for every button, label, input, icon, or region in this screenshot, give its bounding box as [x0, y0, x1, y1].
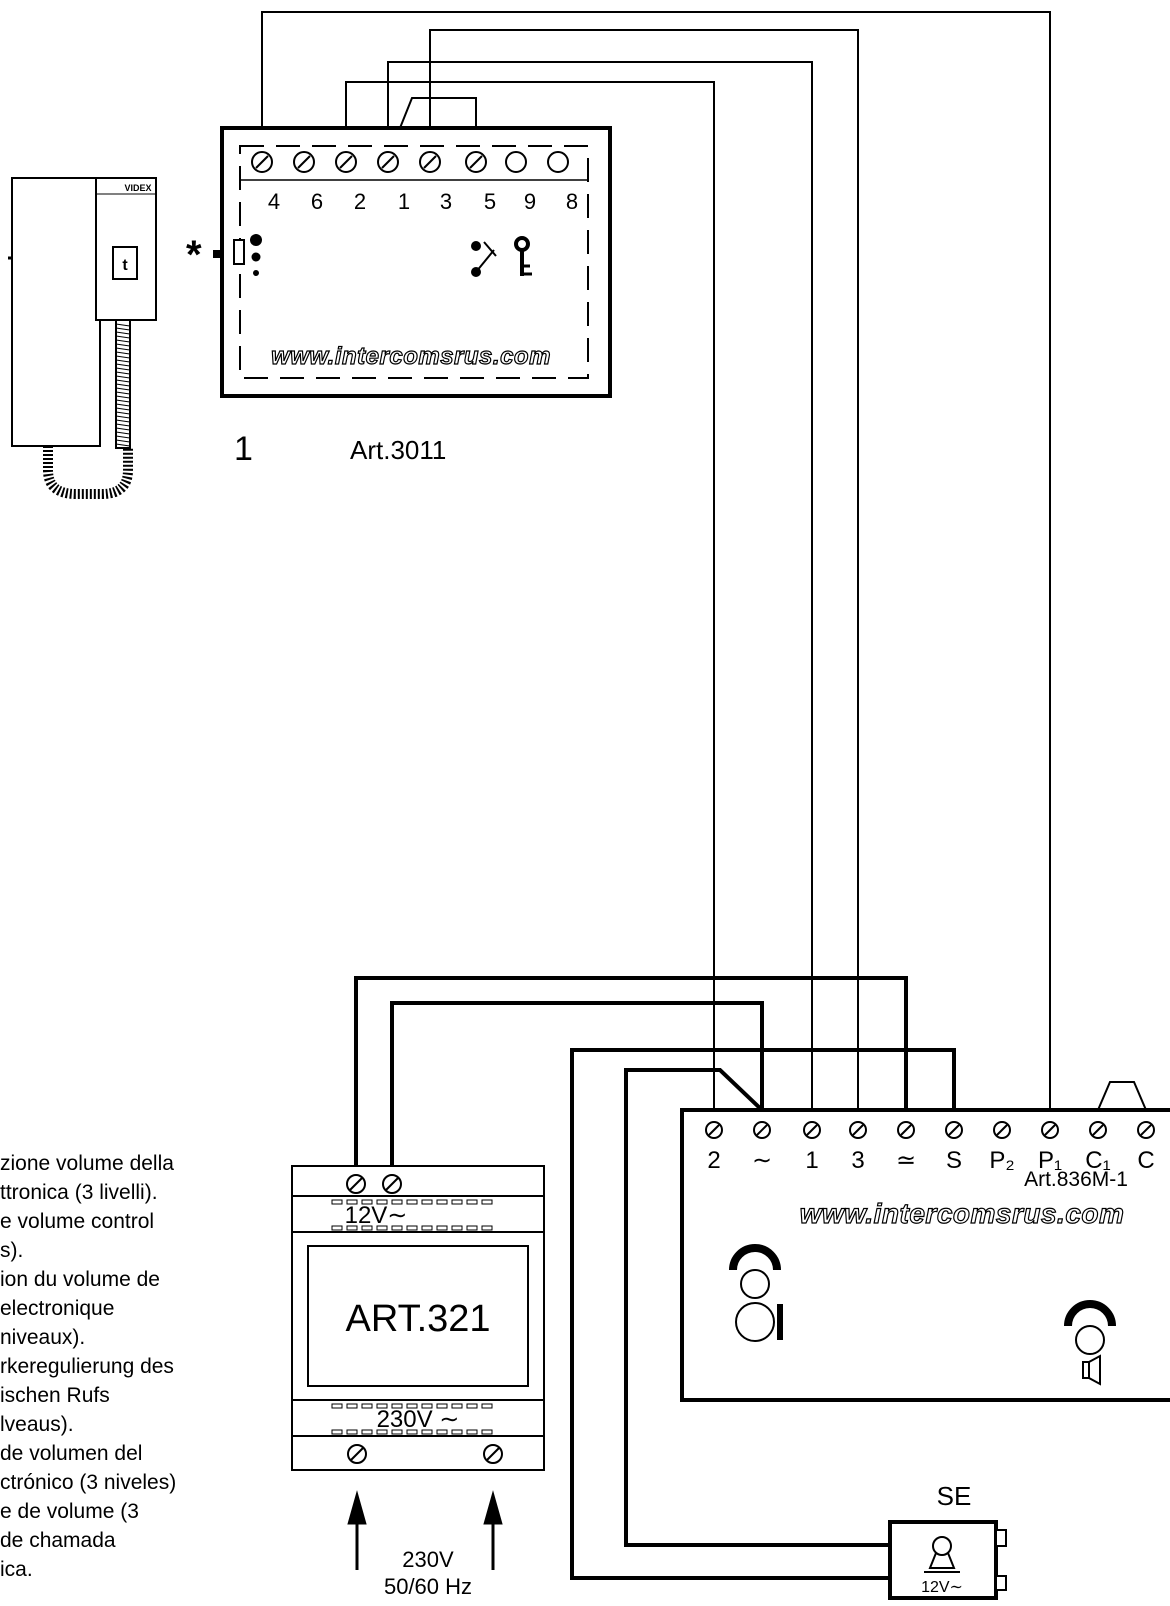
art836-name: Art.836M-1	[1024, 1168, 1128, 1191]
art836-watermark: www.intercomsrus.com	[800, 1198, 1125, 1229]
art836-terminal-label: ≃	[896, 1147, 916, 1174]
handset-cord-coils	[115, 323, 131, 447]
art321-top-voltage: 12V∼	[345, 1202, 408, 1229]
art836-terminal-label: 1	[805, 1147, 818, 1174]
art3011-terminal-label: 4	[268, 189, 280, 214]
art3011-terminal-label: 9	[524, 189, 536, 214]
door-switch-icon	[471, 241, 497, 277]
supply-frequency: 50/60 Hz	[384, 1574, 472, 1599]
speaker-icon	[1064, 1300, 1116, 1386]
mains-arrows	[347, 1490, 503, 1570]
wire-se-ac	[624, 1068, 890, 1547]
wire-terminal-2	[345, 81, 715, 1110]
art836-terminal-label: C₁	[1085, 1147, 1110, 1174]
legend-line: e volume control	[0, 1210, 155, 1233]
key-icon	[514, 236, 532, 276]
art3011-terminal-label: 2	[354, 189, 366, 214]
art3011-watermark: www.intercomsrus.com	[271, 343, 551, 370]
art321-name: ART.321	[345, 1298, 490, 1340]
keyhole-icon	[924, 1536, 960, 1573]
art836-terminal-labels: 2 ∼ 1 3 ≃ S P₂ P₁ C₁ C	[707, 1147, 1154, 1174]
legend-line: de chamada	[0, 1529, 116, 1552]
art3011-terminal-label: 5	[484, 189, 496, 214]
art836-terminal-label: 2	[707, 1147, 720, 1174]
supply-voltage: 230V	[402, 1547, 454, 1572]
art3011-terminal	[505, 151, 527, 173]
lower-wires	[354, 976, 1147, 1580]
se-name: SE	[937, 1481, 972, 1511]
wire-se-s	[570, 1048, 956, 1580]
art3011-terminal	[547, 151, 569, 173]
art3011-name: Art.3011	[350, 435, 446, 465]
legend-line: ion du volume de	[0, 1268, 160, 1291]
se-voltage: 12V∼	[921, 1579, 963, 1596]
wire-transformer-right	[390, 1001, 764, 1182]
art3011-terminal-label: 1	[398, 189, 410, 214]
legend-line: ttronica (3 livelli).	[0, 1181, 158, 1204]
art3011-index: 1	[234, 430, 253, 468]
volume-selector[interactable]	[233, 239, 245, 265]
handset-brand: VIDEX	[124, 183, 151, 193]
wire-terminal-4	[261, 11, 1051, 1110]
legend-line: rkeregulierung des	[0, 1355, 174, 1378]
legend-line: electronique	[0, 1297, 115, 1320]
art836-terminal-label: P₂	[989, 1147, 1014, 1174]
art321-transformer: 12V∼ ART.321 230V ∼	[291, 1165, 545, 1471]
legend-line: de volumen del	[0, 1442, 143, 1465]
handset-cord	[43, 446, 133, 499]
legend-line: e de volume (3	[0, 1500, 139, 1523]
legend-line: ica.	[0, 1558, 33, 1581]
art836-terminal-label: S	[946, 1147, 962, 1174]
legend-line: s).	[0, 1239, 24, 1262]
volume-asterisk: *	[186, 233, 202, 277]
art3011-terminal-labels: 4 6 2 1 3 5 9 8	[268, 189, 578, 214]
art321-top-terminals	[346, 1174, 402, 1194]
art836-terminal-label: 3	[851, 1147, 864, 1174]
legend-line: niveaux).	[0, 1326, 86, 1349]
legend-line: ischen Rufs	[0, 1384, 110, 1407]
art836-panel: 2 ∼ 1 3 ≃ S P₂ P₁ C₁ C Art.836M-1 www.intercomsru…	[680, 1108, 1170, 1402]
wire-terminal-1-bridge	[387, 61, 813, 1110]
art3011-module: 4 6 2 1 3 5 9 8 * www.intercomsrus.com 1 Art.30…	[186, 126, 612, 468]
door-release-glyph: t	[122, 257, 128, 274]
wire-terminal-3	[429, 29, 859, 1110]
art321-bottom-terminals	[347, 1444, 503, 1464]
legend-line: lveaus).	[0, 1413, 74, 1436]
art836-terminal-label: P₁	[1038, 1147, 1062, 1174]
art3011-terminal-label: 6	[311, 189, 323, 214]
vent-slots	[331, 1199, 493, 1435]
art3011-terminal-label: 3	[440, 189, 452, 214]
door-release-button[interactable]	[112, 246, 138, 280]
legend-line: zione volume della	[0, 1152, 174, 1175]
bridge-c1-c	[1097, 1081, 1147, 1111]
art3011-terminal-strip	[251, 151, 569, 173]
art836-terminal-strip	[705, 1121, 1155, 1139]
handset: t VIDEX	[8, 177, 157, 499]
legend-line: ctrónico (3 niveles)	[0, 1471, 177, 1494]
art836-terminal-label: ∼	[752, 1147, 772, 1174]
art836-terminal-label: C	[1137, 1147, 1154, 1174]
art321-bottom-voltage: 230V ∼	[377, 1406, 460, 1433]
art3011-terminal-label: 8	[566, 189, 578, 214]
microphone-icon	[729, 1244, 783, 1342]
se-door-lock: SE 12V∼	[888, 1481, 1007, 1600]
wire-transformer-left	[354, 976, 908, 1182]
